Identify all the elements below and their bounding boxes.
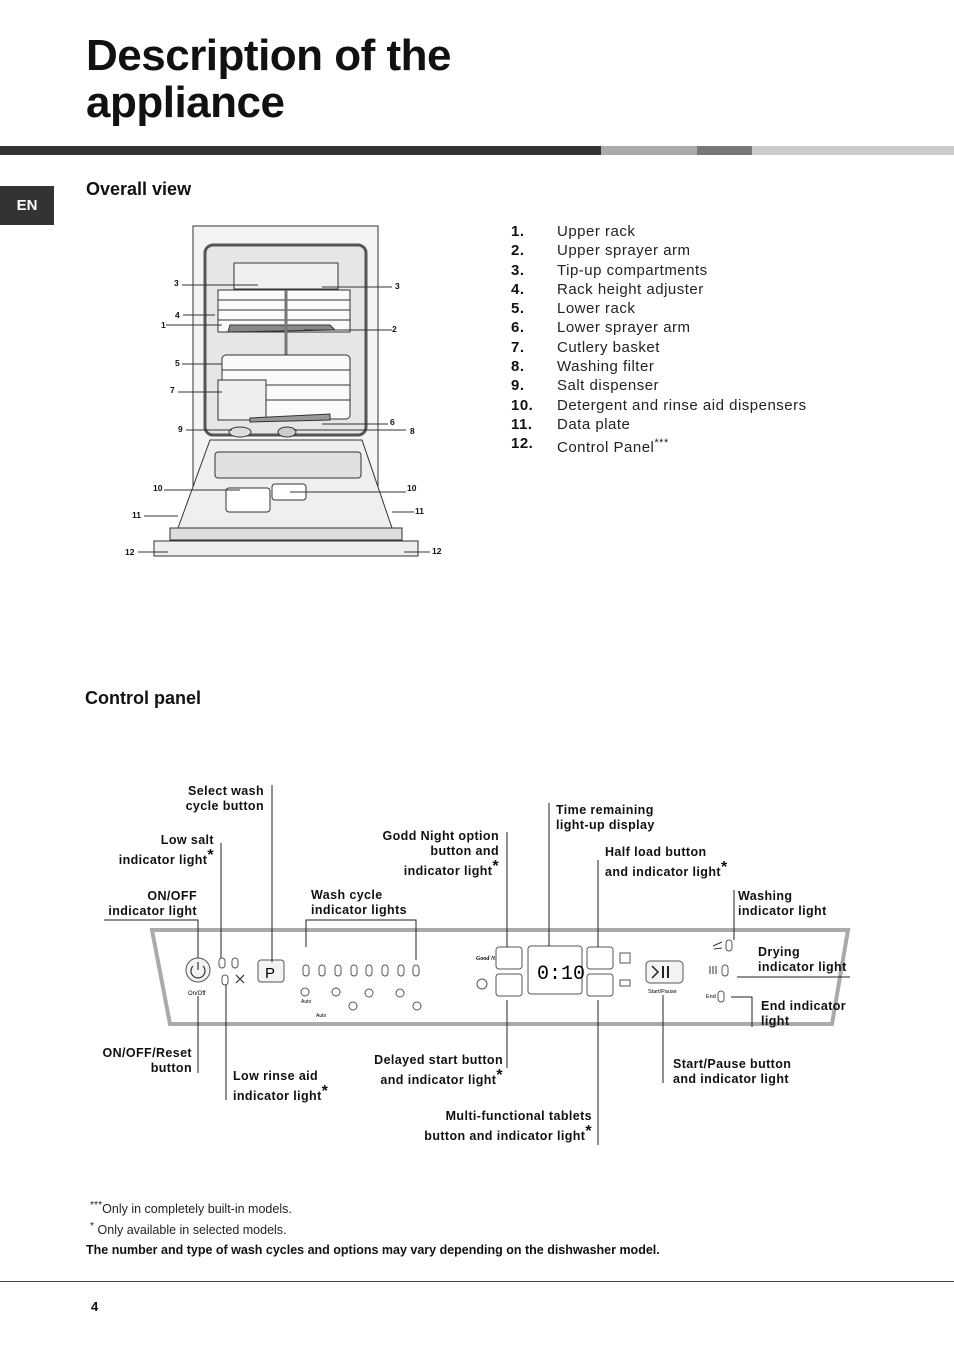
note-selected-models: * Only available in selected models. [90, 1221, 287, 1238]
control-panel-heading: Control panel [85, 688, 201, 708]
part-item: 7.Cutlery basket [511, 338, 660, 356]
control-panel-diagram: On/Off P Auto Auto Good Night 0:10 [149, 928, 851, 1026]
callout-2: 2 [392, 324, 397, 334]
part-item: 10.Detergent and rinse aid dispensers [511, 396, 807, 414]
page-title: Description of the appliance [86, 31, 452, 127]
parts-list: 1.Upper rack 2.Upper sprayer arm 3.Tip-u… [511, 222, 807, 457]
clock-icon [476, 978, 488, 990]
note-variation: The number and type of wash cycles and o… [86, 1243, 660, 1257]
part-item: 8.Washing filter [511, 358, 655, 376]
callout-1: 1 [161, 320, 166, 330]
part-item: 5.Lower rack [511, 300, 636, 318]
callout-6: 6 [390, 417, 395, 427]
p-button-text: P [265, 965, 275, 982]
salt-dispenser [228, 426, 252, 438]
callout-8: 8 [410, 426, 415, 436]
callout-12-left: 12 [125, 547, 135, 557]
good-night-icon: Good Night [476, 956, 505, 962]
part-item: 6.Lower sprayer arm [511, 319, 691, 337]
auto-text-2: Auto [316, 1013, 327, 1019]
callout-3-left: 3 [174, 278, 179, 288]
callout-5: 5 [175, 358, 180, 368]
door-panel [177, 439, 393, 529]
part-item: 9.Salt dispenser [511, 377, 660, 395]
control-panel-strip [153, 540, 419, 557]
header-rule-grey-3 [752, 146, 954, 155]
callout-12-right: 12 [432, 546, 442, 556]
power-icon [185, 957, 211, 983]
drying-icon [709, 966, 717, 974]
part-item: 11.Data plate [511, 415, 631, 433]
part-item: 4.Rack height adjuster [511, 280, 704, 298]
lower-sprayer-arm [249, 413, 331, 423]
on-off-panel-text: On/Off [188, 991, 206, 997]
lower-rack [221, 354, 351, 420]
page-number: 4 [91, 1299, 99, 1314]
start-pause-panel-button [645, 960, 684, 984]
callout-11-left: 11 [132, 510, 141, 520]
header-rule-grey-2 [697, 146, 752, 155]
upper-sprayer-arm [227, 324, 337, 333]
time-display [527, 945, 583, 995]
header-rule-dark [0, 146, 601, 155]
callout-4: 4 [175, 310, 180, 320]
note-built-in: ***Only in completely built-in models. [90, 1200, 292, 1217]
header-rule-grey-1 [601, 146, 697, 155]
washing-filter [277, 426, 297, 438]
footer-rule [0, 1281, 954, 1282]
tub-interior [203, 243, 368, 437]
tablet-icon [619, 979, 631, 987]
detergent-dispenser [225, 487, 271, 513]
part-item: 3.Tip-up compartments [511, 261, 708, 279]
callout-10-left: 10 [153, 483, 163, 493]
washing-icon [712, 941, 723, 950]
start-pause-panel-text: Start/Pause [648, 989, 677, 995]
tip-up-compartment [233, 262, 339, 290]
title-line-1: Description of the [86, 31, 452, 80]
upper-rack [217, 289, 351, 333]
auto-text-1: Auto [301, 999, 312, 1005]
overall-view-heading: Overall view [86, 179, 192, 199]
callout-11-right: 11 [415, 506, 424, 516]
part-item: 12.Control Panel*** [511, 435, 669, 457]
callout-7: 7 [170, 385, 175, 395]
language-tab: EN [0, 186, 54, 225]
end-panel-text: End [706, 994, 716, 1000]
cutlery-basket [217, 379, 267, 421]
part-item: 2.Upper sprayer arm [511, 242, 691, 260]
title-line-2: appliance [86, 78, 285, 127]
callout-10-right: 10 [407, 483, 417, 493]
part-item: 1.Upper rack [511, 223, 636, 240]
callout-3-right: 3 [395, 281, 400, 291]
half-load-icon [619, 952, 631, 964]
callout-9: 9 [178, 424, 183, 434]
control-panel-outline [149, 928, 851, 1026]
cabinet-outline [192, 225, 379, 552]
display-digits: 0:10 [537, 963, 585, 986]
